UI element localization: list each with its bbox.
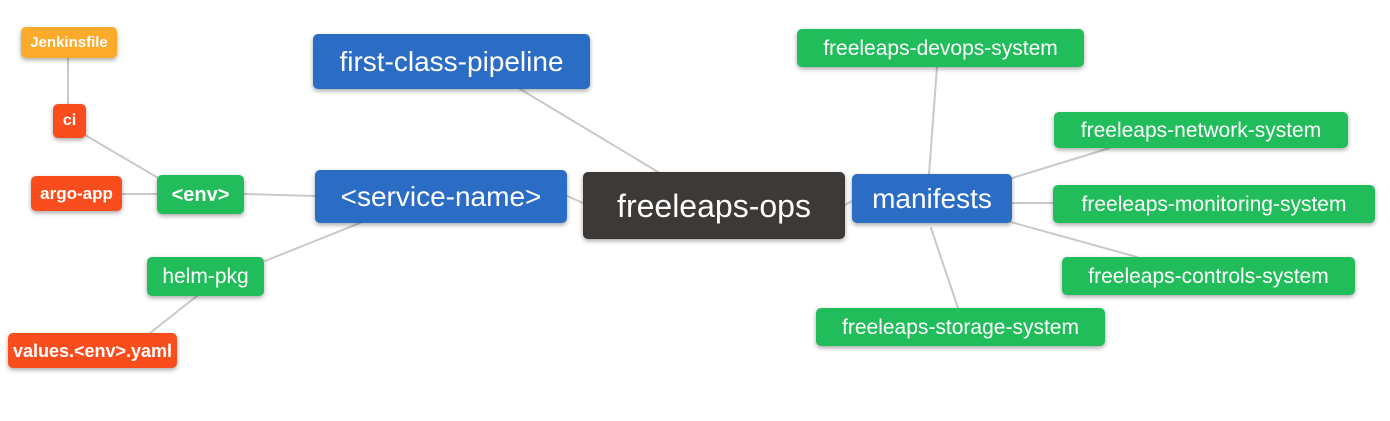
node-jenkinsfile[interactable]: Jenkinsfile <box>21 27 117 58</box>
edge-service-name-root <box>566 195 584 204</box>
edge-root-manifests <box>844 200 853 206</box>
edge-env-service-name <box>243 193 316 197</box>
node-ci[interactable]: ci <box>53 104 86 138</box>
edge-values-helm-pkg <box>149 295 198 334</box>
node-freeleaps-monitoring-system[interactable]: freeleaps-monitoring-system <box>1053 185 1375 223</box>
edge-manifests-storage <box>930 227 959 309</box>
node-freeleaps-devops-system[interactable]: freeleaps-devops-system <box>797 29 1084 67</box>
node-freeleaps-network-system[interactable]: freeleaps-network-system <box>1054 112 1348 148</box>
node-freeleaps-ops-root[interactable]: freeleaps-ops <box>583 172 845 239</box>
node-first-class-pipeline[interactable]: first-class-pipeline <box>313 34 590 89</box>
node-env[interactable]: <env> <box>157 175 244 214</box>
edge-manifests-network <box>1008 147 1111 180</box>
node-manifests[interactable]: manifests <box>852 174 1012 223</box>
node-helm-pkg[interactable]: helm-pkg <box>147 257 264 296</box>
node-freeleaps-controls-system[interactable]: freeleaps-controls-system <box>1062 257 1355 295</box>
node-service-name[interactable]: <service-name> <box>315 170 567 223</box>
edge-pipeline-root <box>519 88 659 173</box>
edge-manifests-devops <box>928 66 938 175</box>
edge-manifests-controls <box>1006 220 1138 258</box>
node-values-env-yaml[interactable]: values.<env>.yaml <box>8 333 177 368</box>
node-argo-app[interactable]: argo-app <box>31 176 122 211</box>
edge-helm-pkg-service-name <box>264 222 361 262</box>
edge-ci-env <box>84 134 161 180</box>
node-freeleaps-storage-system[interactable]: freeleaps-storage-system <box>816 308 1105 346</box>
